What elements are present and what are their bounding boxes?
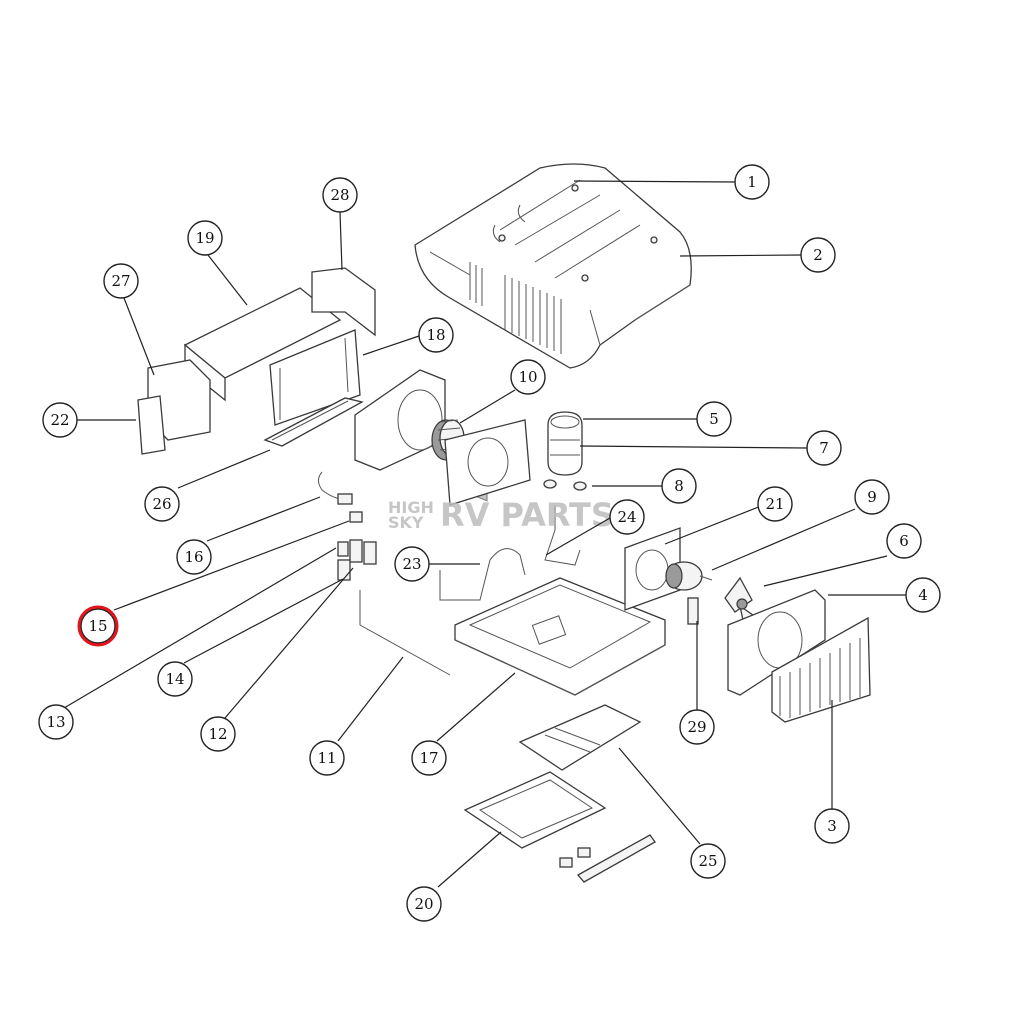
callout-28[interactable]: 28 (322, 177, 358, 213)
callout-17[interactable]: 17 (411, 740, 447, 776)
callout-21[interactable]: 21 (757, 486, 793, 522)
callout-25[interactable]: 25 (690, 843, 726, 879)
callout-10[interactable]: 10 (510, 359, 546, 395)
callout-20-label: 20 (414, 895, 433, 913)
part-8-grommets (543, 479, 587, 491)
leader-lines (63, 180, 906, 888)
callout-11[interactable]: 11 (309, 740, 345, 776)
callout-7[interactable]: 7 (806, 430, 842, 466)
part-24-tube (544, 505, 581, 566)
callout-19-label: 19 (195, 229, 214, 247)
callout-22[interactable]: 22 (42, 402, 78, 438)
callout-28-label: 28 (330, 186, 349, 204)
callout-19[interactable]: 19 (187, 220, 223, 256)
callout-23-label: 23 (402, 555, 421, 573)
callout-22-label: 22 (50, 411, 69, 429)
part-3-condenser-coil (771, 616, 871, 723)
blower-housing (354, 369, 446, 471)
callout-1-label: 1 (747, 173, 757, 191)
callout-14[interactable]: 14 (157, 661, 193, 697)
callout-2-label: 2 (813, 246, 823, 264)
callout-20[interactable]: 20 (406, 886, 442, 922)
callout-10-label: 10 (518, 368, 537, 386)
callout-11-label: 11 (317, 749, 336, 767)
part-25-pads (559, 834, 656, 883)
callout-26-label: 26 (152, 495, 171, 513)
part-15-relay (349, 511, 363, 523)
callout-4[interactable]: 4 (905, 577, 941, 613)
callout-12[interactable]: 12 (200, 716, 236, 752)
part-17-base-pan (454, 577, 666, 696)
callout-21-label: 21 (765, 495, 784, 513)
watermark-brand: RV PARTS (440, 496, 614, 534)
callout-27[interactable]: 27 (103, 263, 139, 299)
callout-5[interactable]: 5 (696, 401, 732, 437)
callout-9[interactable]: 9 (854, 479, 890, 515)
callout-29[interactable]: 29 (679, 709, 715, 745)
part-26-drain-tray (263, 397, 364, 447)
callout-18-label: 18 (426, 326, 445, 344)
callout-15[interactable]: 15 (77, 605, 119, 647)
callout-6-label: 6 (899, 532, 909, 550)
part-capacitors-12-14 (337, 539, 377, 581)
callout-13-label: 13 (46, 713, 65, 731)
callout-17-label: 17 (419, 749, 438, 767)
callout-7-label: 7 (819, 439, 829, 457)
callout-8-label: 8 (674, 477, 684, 495)
callout-24[interactable]: 24 (609, 499, 645, 535)
motor-mount-plate (444, 419, 531, 506)
callout-3-label: 3 (827, 817, 837, 835)
callout-18[interactable]: 18 (418, 317, 454, 353)
part-13-capacitor (337, 541, 349, 557)
callout-2[interactable]: 2 (800, 237, 836, 273)
part-16-wire-harness (318, 471, 353, 505)
part-11-rod (359, 590, 451, 676)
callout-25-label: 25 (698, 852, 717, 870)
callout-6[interactable]: 6 (886, 523, 922, 559)
part-5-compressor (547, 411, 583, 476)
watermark-high: HIGH (388, 498, 434, 517)
callout-5-label: 5 (709, 410, 719, 428)
callout-16[interactable]: 16 (176, 539, 212, 575)
part-28-side-panel (311, 267, 376, 337)
watermark: HIGH SKY RV PARTS (388, 496, 614, 534)
callout-24-label: 24 (617, 508, 636, 526)
callout-3[interactable]: 3 (814, 808, 850, 844)
part-23-tube (439, 548, 526, 601)
callout-13[interactable]: 13 (38, 704, 74, 740)
callout-27-label: 27 (111, 272, 130, 290)
part-2-shroud (414, 163, 692, 502)
watermark-sky: SKY (388, 513, 424, 532)
callout-26[interactable]: 26 (144, 486, 180, 522)
part-22-plate (137, 395, 166, 455)
part-19-top-panel (183, 287, 342, 402)
callout-15-highlight (77, 605, 119, 647)
callout-29-label: 29 (687, 718, 706, 736)
part-25-ceiling-plate (518, 704, 642, 771)
part-20-gasket-frame (463, 771, 607, 849)
callout-14-label: 14 (165, 670, 184, 688)
callout-23[interactable]: 23 (394, 546, 430, 582)
callout-9-label: 9 (867, 488, 877, 506)
part-9-fan-motor (665, 561, 713, 625)
callout-12-label: 12 (208, 725, 227, 743)
callout-16-label: 16 (184, 548, 203, 566)
callout-8[interactable]: 8 (661, 468, 697, 504)
callout-4-label: 4 (918, 586, 928, 604)
callout-1[interactable]: 1 (734, 164, 770, 200)
callout-15-label: 15 (88, 617, 107, 635)
